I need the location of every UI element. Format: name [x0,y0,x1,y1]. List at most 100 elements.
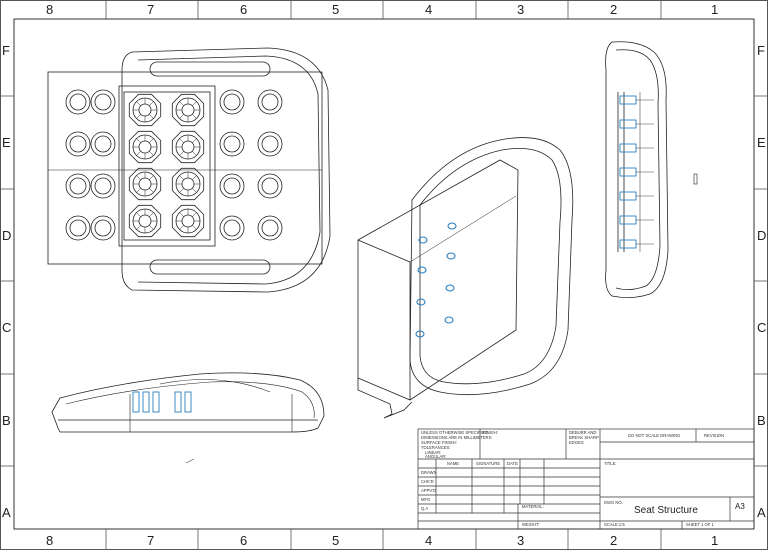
tb-note-2: DIMENSIONS ARE IN MILLIMETERS [421,435,492,440]
zone-row-a-left: A [2,505,11,520]
top-hole-inner [223,177,241,195]
top-hole-outer [257,173,283,199]
top-pad-spoke [149,175,154,180]
zone-col-3-bottom: 3 [517,533,525,548]
zone-row-f-right: F [757,43,765,58]
front-view-rail [129,394,293,432]
side-mount-block [619,215,637,225]
iso-base-plate [357,159,519,401]
top-pad-spoke [149,114,154,119]
top-view-base-plate [47,71,323,265]
iso-fastener-hole [415,330,425,338]
top-hole-inner [261,219,279,237]
top-hole-inner [223,93,241,111]
top-pad-octagon [128,167,162,201]
side-view-outline [605,41,669,298]
zone-row-e-right: E [757,135,766,150]
top-hole-outer [257,89,283,115]
front-view-inner [65,381,315,419]
top-pad-spoke [149,212,154,217]
tb-finish: FINISH: [483,430,498,435]
zone-col-8-bottom: 8 [46,533,54,548]
side-view-mounts [619,95,654,249]
front-mount-post [174,391,182,413]
zone-col-5-bottom: 5 [332,533,340,548]
side-mount-block [619,119,637,129]
tb-material: MATERIAL: [522,504,544,509]
top-hole-outer [65,131,91,157]
top-hole-inner [94,135,112,153]
top-pad-spoke [136,101,141,106]
top-view-center-frame [118,85,216,247]
top-hole-outer [257,215,283,241]
tb-weight: WEIGHT: [522,522,540,527]
tb-do-not-scale: DO NOT SCALE DRAWING [628,433,681,438]
top-hole-outer [219,215,245,241]
top-pad-spoke [149,225,154,230]
zone-col-4-bottom: 4 [425,533,433,548]
zone-col-6-bottom: 6 [240,533,248,548]
zone-row-d-right: D [757,228,767,243]
zone-col-7-top: 7 [147,2,155,17]
tb-role-qa: Q.A [421,506,429,511]
top-hole-inner [69,93,87,111]
tb-dwg-no: DWG NO. [604,500,623,505]
top-hole-inner [94,177,112,195]
zone-col-6-top: 6 [240,2,248,17]
top-hole-outer [219,173,245,199]
zone-row-c-right: C [757,320,767,335]
top-pad-spoke [179,175,184,180]
top-pad-spoke [136,151,141,156]
top-hole-outer [65,89,91,115]
top-pad-octagon [128,130,162,164]
tb-deburr-2: BREAK SHARP [569,435,599,440]
side-view [605,41,698,298]
side-view-inner [615,49,661,290]
tb-date-header: DATE [507,461,518,466]
top-pad-spoke [192,151,197,156]
tb-revision: REVISION [704,433,725,438]
top-hole-inner [69,135,87,153]
tb-name-header: NAME [447,461,460,466]
zone-row-e-left: E [2,135,11,150]
iso-cushion-inner [419,147,562,385]
iso-fastener-hole [447,222,457,230]
top-hole-outer [219,89,245,115]
drawing-title: Seat Structure [634,505,698,516]
top-hole-outer [90,89,116,115]
top-hole-inner [261,135,279,153]
top-view-top-handle [149,61,271,77]
title-block-grid [417,428,755,530]
zone-row-f-left: F [2,43,10,58]
top-hole-inner [261,93,279,111]
tb-note-4: TOLERANCES: [421,445,451,450]
tb-role-drawn: DRAWN [421,470,437,475]
top-hole-outer [65,215,91,241]
top-pad-spoke [136,188,141,193]
tb-note-6: ANGULAR: [425,454,447,459]
tb-role-appvd: APPV'D [421,488,436,493]
zone-col-2-top: 2 [610,2,618,17]
top-view-outline [121,47,331,293]
iso-plate-fold [357,239,411,263]
zone-col-1-top: 1 [711,2,719,17]
top-pad-spoke [136,212,141,217]
iso-fastener-hole [418,236,428,244]
tb-sheet-size: A3 [735,502,745,511]
top-pad-spoke [149,101,154,106]
tb-role-chkd: CHK'D [421,479,434,484]
zone-col-8-top: 8 [46,2,54,17]
top-pad-spoke [149,151,154,156]
top-view-pads [128,93,205,238]
zone-row-a-right: A [757,505,766,520]
zone-col-5-top: 5 [332,2,340,17]
zone-col-1-bottom: 1 [711,533,719,548]
top-pad-spoke [192,114,197,119]
iso-fastener-hole [416,298,426,306]
top-pad-octagon [171,204,205,238]
iso-cushion-outline [409,137,574,396]
stray-mark [185,458,195,464]
zone-row-b-left: B [2,413,11,428]
front-mount-post [142,391,150,413]
